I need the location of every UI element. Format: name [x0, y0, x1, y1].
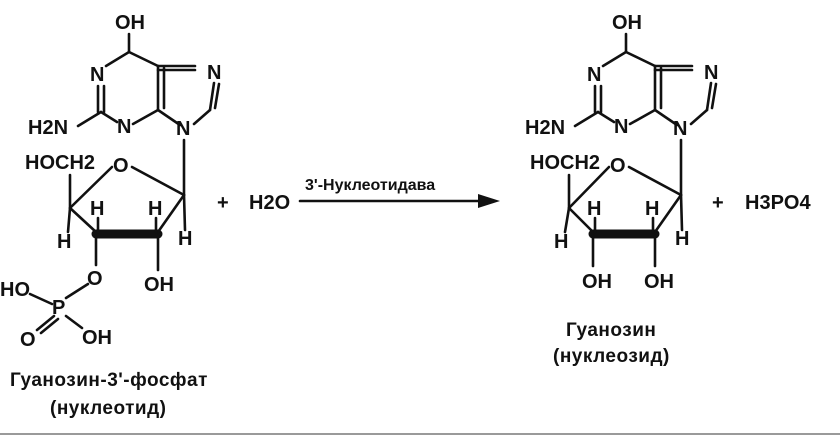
product-base-n7: N — [704, 62, 718, 84]
product-guanine-base: OH N H2N N N N — [525, 12, 718, 140]
plus-sign-left: + — [217, 192, 229, 214]
product-class: (нуклеозид) — [553, 346, 670, 367]
product-ribose: HOCH2 O H H H H OH OH — [530, 138, 689, 293]
reaction-arrowhead — [478, 194, 500, 208]
reactant-c3-o: O — [87, 268, 103, 290]
reaction-conditions: + H2O 3'-Нуклеотидава — [217, 177, 500, 214]
enzyme-label: 3'-Нуклеотидава — [305, 177, 435, 194]
product-base-n9: N — [673, 118, 687, 140]
reactant-molecule: OH N H2N N N N HOCH2 — [0, 12, 221, 419]
reactant-base-n7: N — [207, 62, 221, 84]
reactant-base-n1: N — [90, 64, 104, 86]
reactant-ribose: HOCH2 O H H H H OH O — [25, 138, 192, 296]
product-ring-o: O — [610, 155, 626, 177]
product-base-n3: N — [614, 116, 628, 138]
reactant-h-c2-up: H — [148, 198, 162, 220]
product-h-c4: H — [554, 231, 568, 253]
product-h-c1: H — [675, 228, 689, 250]
water-label: H2O — [249, 192, 290, 214]
product-c3-oh: OH — [582, 271, 612, 293]
reactant-phosphorus: P — [52, 297, 65, 319]
reactant-phosphate-oh: OH — [82, 327, 112, 349]
product-h-c2-up: H — [645, 198, 659, 220]
reactant-base-n3: N — [117, 116, 131, 138]
reactant-ch2oh: HOCH2 — [25, 152, 95, 174]
product-h-c3-up: H — [587, 198, 601, 220]
product-name: Гуанозин — [566, 320, 656, 341]
product-base-oh: OH — [612, 12, 642, 34]
reactant-ring-o: O — [113, 155, 129, 177]
reactant-c2-oh: OH — [144, 274, 174, 296]
reactant-h-c4: H — [57, 231, 71, 253]
reactant-name: Гуанозин-3'-фосфат — [10, 370, 208, 391]
reactant-base-oh: OH — [115, 12, 145, 34]
bottom-divider — [0, 433, 840, 435]
product-c2-oh: OH — [644, 271, 674, 293]
reactant-h-c1: H — [178, 228, 192, 250]
reactant-h-c3-up: H — [90, 198, 104, 220]
reactant-base-n9: N — [176, 118, 190, 140]
reactant-base-amine: H2N — [28, 117, 68, 139]
reactant-guanine-base: OH N H2N N N N — [28, 12, 221, 140]
product-molecule: OH N H2N N N N HOCH2 — [525, 12, 718, 367]
reactant-phosphate-o: O — [20, 329, 36, 351]
product-base-n1: N — [587, 64, 601, 86]
reactant-class: (нуклеотид) — [50, 398, 167, 419]
product-ch2oh: HOCH2 — [530, 152, 600, 174]
product-base-amine: H2N — [525, 117, 565, 139]
plus-sign-right: + — [712, 192, 724, 214]
phosphoric-acid-label: H3PO4 — [745, 192, 811, 214]
reactant-phosphate-ho: HO — [0, 279, 30, 301]
reactant-phosphate: P HO O OH — [0, 279, 112, 351]
